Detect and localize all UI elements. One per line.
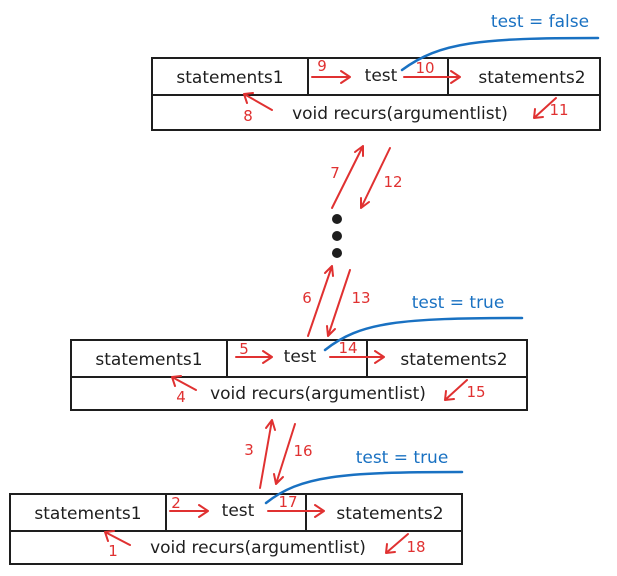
- step-number: 3: [244, 441, 254, 459]
- ellipsis-dot: [332, 248, 342, 258]
- ellipsis-dot: [332, 214, 342, 224]
- test-label: test: [222, 501, 255, 521]
- condition-curve: [264, 470, 464, 505]
- condition-curve: [400, 36, 600, 72]
- statements1-label: statements1: [176, 68, 283, 88]
- call-label: void recurs(argumentlist): [210, 384, 426, 404]
- condition-curve: [323, 316, 524, 352]
- call-label: void recurs(argumentlist): [292, 104, 508, 124]
- recursive-call-arrow: [331, 145, 364, 209]
- step-number: 12: [383, 173, 402, 191]
- flow-arrow: [385, 533, 409, 554]
- flow-arrow: [533, 97, 557, 119]
- return-arrow: [326, 269, 351, 337]
- test-label: test: [365, 66, 398, 86]
- flow-arrow: [243, 92, 273, 111]
- step-number: 7: [330, 164, 340, 182]
- step-number: 1: [108, 542, 118, 560]
- return-arrow: [360, 147, 391, 209]
- flow-arrow: [171, 375, 197, 391]
- step-number: 14: [338, 339, 357, 357]
- flow-arrow: [104, 530, 131, 546]
- flow-arrow: [169, 504, 209, 518]
- call-label: void recurs(argumentlist): [150, 538, 366, 558]
- return-arrow: [273, 423, 296, 485]
- ellipsis-dot: [332, 231, 342, 241]
- flow-arrow: [267, 504, 325, 518]
- step-number: 16: [293, 442, 312, 460]
- condition-label: test = true: [356, 448, 449, 468]
- condition-label: test = true: [412, 293, 505, 313]
- recursion-box-middle: statements1 test statements2 void recurs…: [70, 339, 528, 411]
- statements2-label: statements2: [400, 350, 507, 370]
- flow-arrow: [235, 350, 273, 364]
- flow-arrow: [311, 70, 351, 84]
- step-number: 17: [278, 493, 297, 511]
- statements2-label: statements2: [478, 68, 585, 88]
- step-number: 15: [466, 383, 485, 401]
- statements1-label: statements1: [34, 504, 141, 524]
- step-number: 11: [549, 101, 568, 119]
- step-number: 2: [171, 494, 181, 512]
- step-number: 18: [406, 538, 425, 556]
- step-number: 9: [317, 57, 327, 75]
- recursive-call-arrow: [259, 419, 276, 489]
- flow-arrow: [444, 379, 468, 401]
- statements1-label: statements1: [95, 350, 202, 370]
- condition-label: test = false: [491, 12, 589, 32]
- flow-arrow: [329, 350, 385, 364]
- step-number: 5: [239, 340, 249, 358]
- step-number: 6: [302, 289, 312, 307]
- step-number: 4: [176, 388, 186, 406]
- recursive-call-arrow: [307, 265, 334, 337]
- recursion-box-bottom: statements1 test statements2 void recurs…: [9, 493, 463, 565]
- recursion-box-top: statements1 test statements2 void recurs…: [151, 57, 601, 131]
- step-number: 10: [415, 59, 434, 77]
- flow-arrow: [403, 70, 461, 84]
- statements2-label: statements2: [336, 504, 443, 524]
- test-label: test: [284, 347, 317, 367]
- step-number: 13: [351, 289, 370, 307]
- step-number: 8: [243, 107, 253, 125]
